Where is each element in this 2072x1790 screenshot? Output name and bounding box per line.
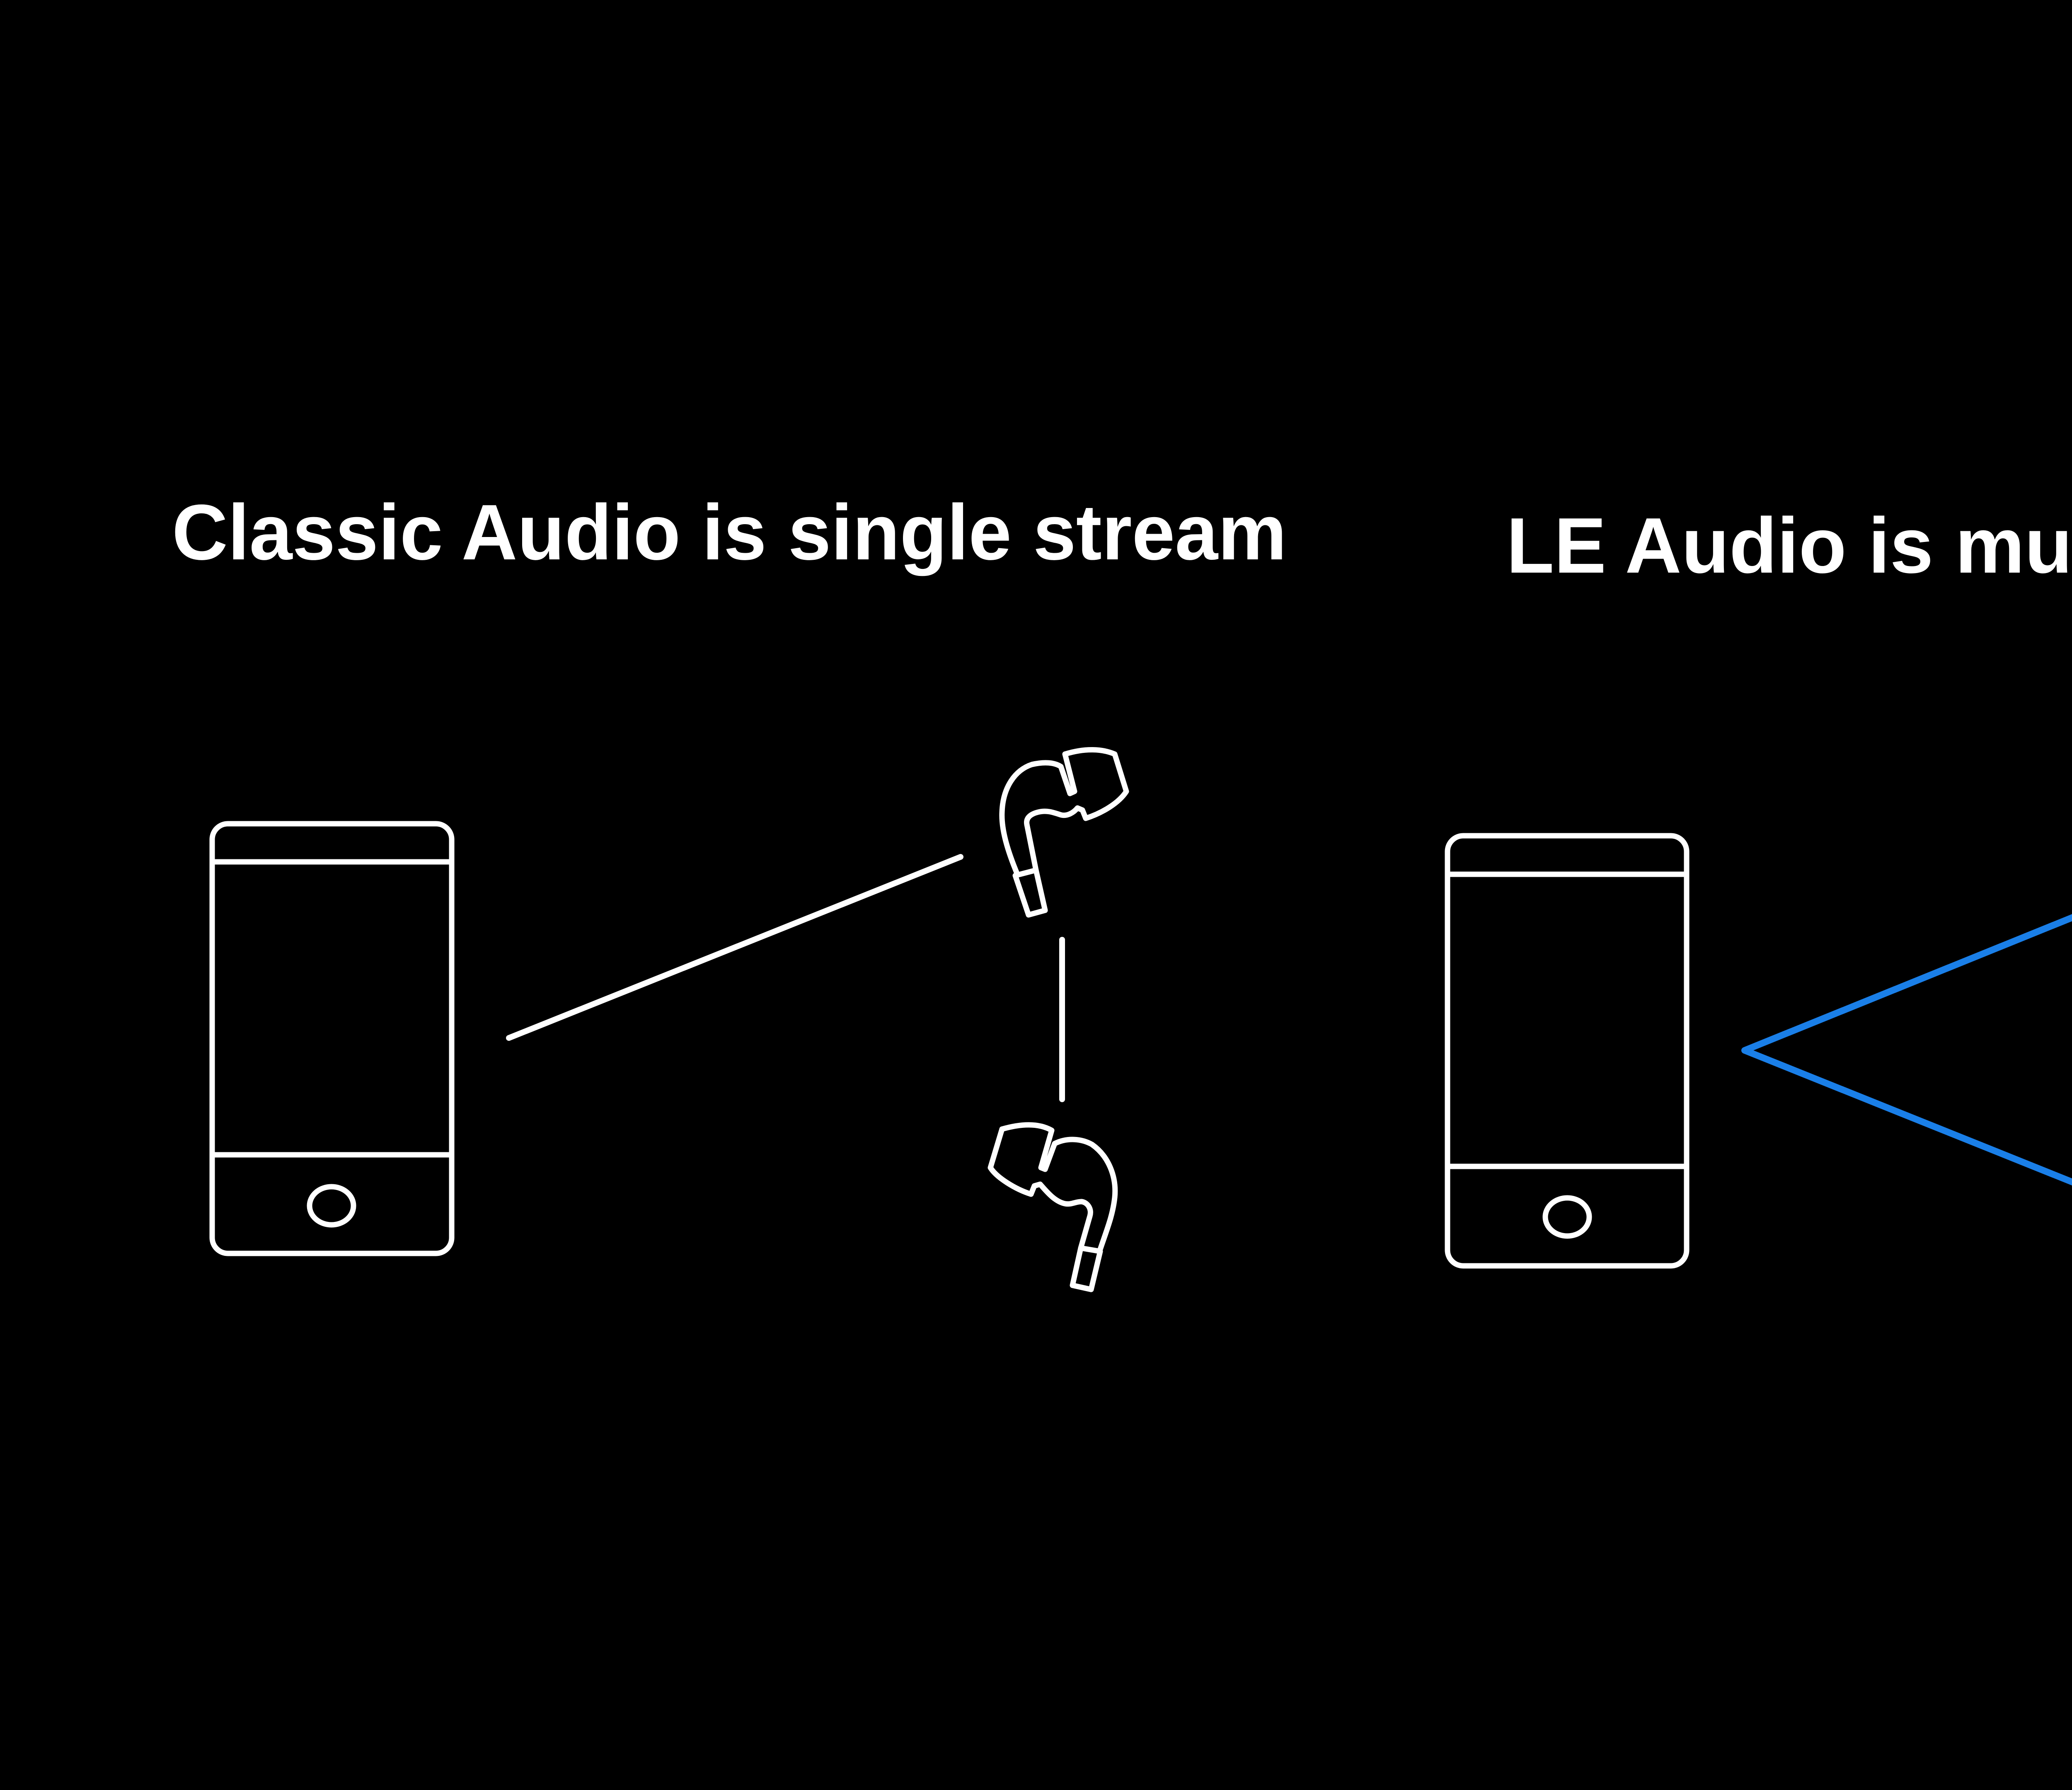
earbud-right-icon (999, 747, 1129, 918)
le-audio-panel: LE Audio is multi-stream (1445, 502, 2072, 1269)
classic-audio-title: Classic Audio is single stream (172, 489, 1287, 576)
le-audio-title: LE Audio is multi-stream (1506, 502, 2072, 590)
classic-audio-panel: Classic Audio is single stream (172, 489, 1287, 1292)
multi-stream-links (1741, 914, 2072, 1186)
earbud-left-icon (988, 1122, 1118, 1292)
phone-icon (1445, 833, 1690, 1269)
phone-to-earbud-link (506, 854, 963, 1041)
phone-icon (209, 821, 455, 1256)
